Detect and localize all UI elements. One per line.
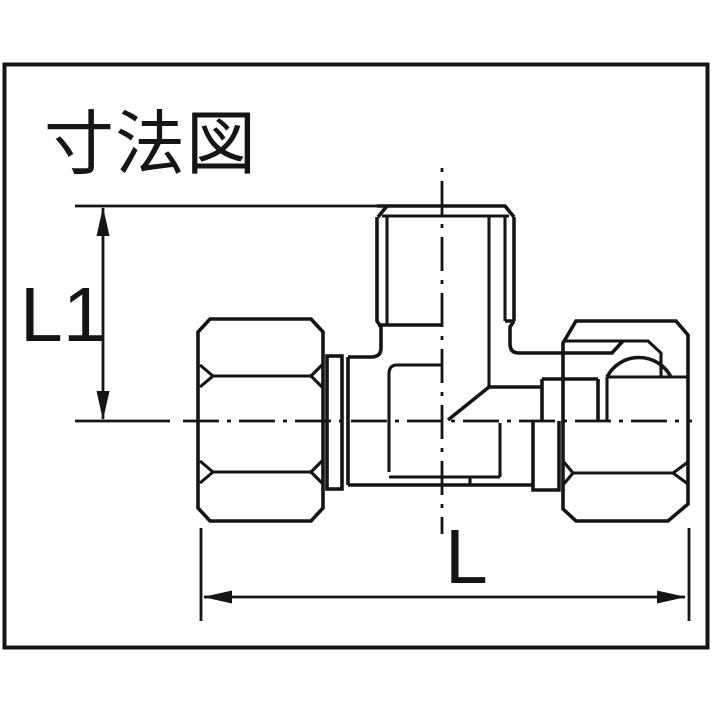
thread-top-left-chamfer [376, 204, 389, 219]
left-sleeve-outline [325, 354, 344, 491]
body-bore-upper [387, 363, 441, 472]
dimension-l1: L1 [20, 204, 377, 423]
thread-right-neck-shoulder [508, 320, 625, 355]
body-bore-lower [389, 423, 502, 485]
l-arrow-left-icon [203, 590, 232, 604]
drawing-frame [2, 62, 710, 650]
right-nut [561, 319, 690, 523]
thread-top-edge [377, 204, 516, 219]
tee-body [346, 320, 600, 492]
left-nut-hex-chevrons [198, 363, 324, 485]
left-nut [196, 317, 325, 523]
right-nut-dome-arc [605, 355, 673, 378]
l-arrow-right-icon [657, 590, 686, 604]
body-top-edge-left-fillet [348, 320, 383, 359]
drawing-title: 寸法図 [44, 105, 257, 183]
l1-arrow-up-icon [96, 207, 110, 236]
body-section-shoulder [446, 377, 600, 422]
left-sleeve [325, 354, 344, 491]
right-nut-outline [561, 319, 690, 523]
l1-label: L1 [20, 272, 106, 358]
right-nut-dome-base [605, 375, 688, 421]
right-nut-hex-chevrons [561, 460, 689, 486]
male-thread-branch [375, 204, 625, 387]
l-label: L [445, 514, 488, 600]
thread-bottom-edges [378, 319, 514, 327]
body-right-stub [531, 421, 561, 492]
dimension-l: L [199, 514, 691, 621]
left-nut-outline [196, 317, 325, 523]
l1-arrow-down-icon [96, 391, 110, 420]
